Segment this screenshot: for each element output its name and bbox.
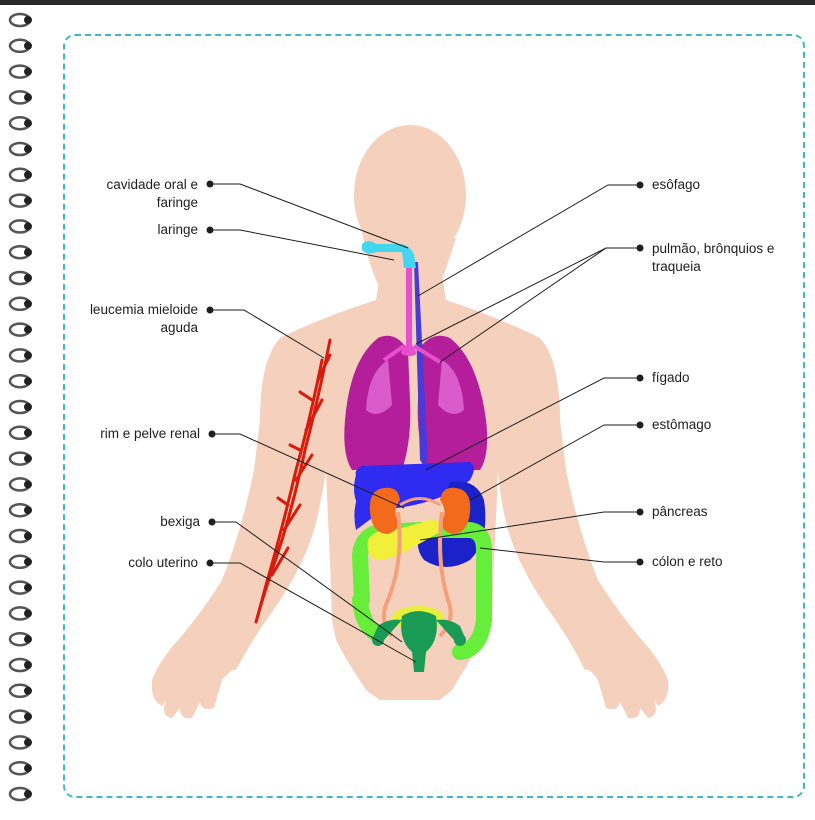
- label-larynx: laringe: [100, 221, 198, 239]
- label-lung: pulmão, brônquios e traqueia: [652, 240, 797, 276]
- label-oral-cavity: cavidade oral e faringe: [90, 176, 198, 212]
- label-leukemia: leucemia mieloide aguda: [80, 301, 198, 337]
- label-stomach: estômago: [652, 416, 792, 434]
- label-cervix: colo uterino: [90, 554, 198, 572]
- label-colon: cólon e reto: [652, 553, 792, 571]
- label-esophagus: esôfago: [652, 176, 792, 194]
- label-kidney: rim e pelve renal: [100, 425, 200, 443]
- label-pancreas: pâncreas: [652, 503, 792, 521]
- label-liver: fígado: [652, 369, 792, 387]
- label-bladder: bexiga: [100, 513, 200, 531]
